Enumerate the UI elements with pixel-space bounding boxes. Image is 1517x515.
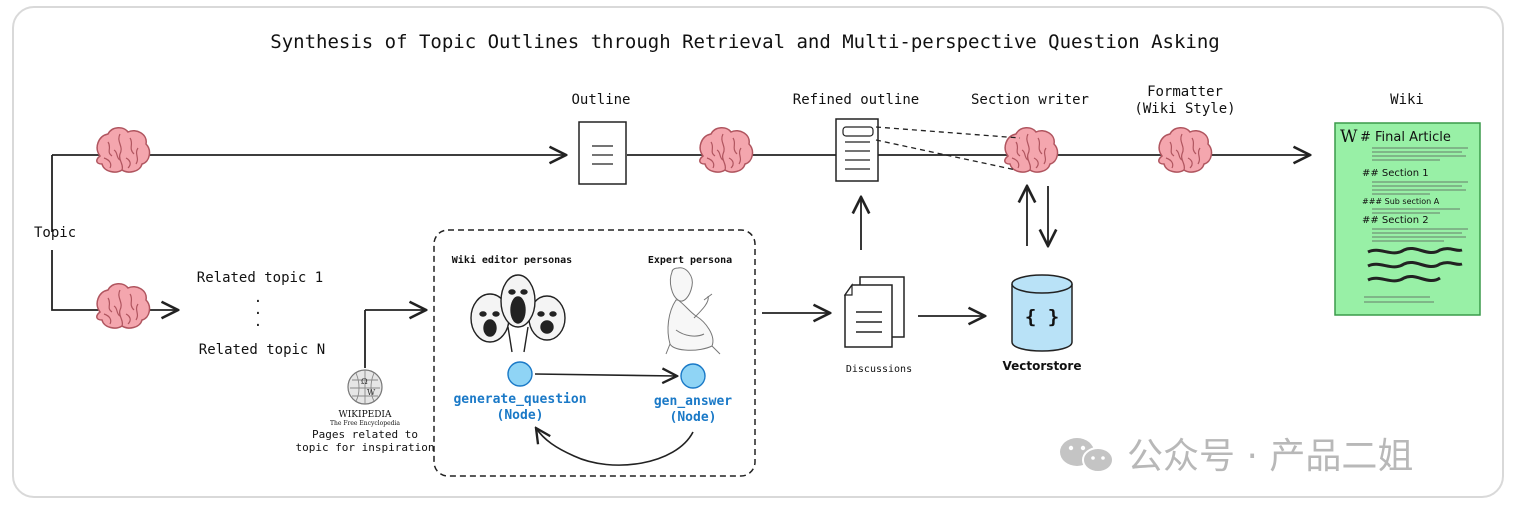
brain-icon xyxy=(1004,126,1059,173)
article-heading: # Final Article xyxy=(1360,130,1451,145)
outline-label: Outline xyxy=(571,92,630,108)
generate-question-node-type: (Node) xyxy=(497,408,544,423)
ellipsis-dot: . xyxy=(254,290,262,306)
expert-persona-label: Expert persona xyxy=(648,255,732,266)
generate-question-label: generate_question xyxy=(453,392,586,407)
wiki-article-card: W # Final Article ## Section 1 ### Sub s… xyxy=(1334,122,1481,316)
article-section-2: ## Section 2 xyxy=(1362,215,1429,226)
ellipsis-dot: . xyxy=(254,302,262,318)
editor-personas-illustration xyxy=(470,274,566,353)
wikipedia-w-icon: W xyxy=(1340,127,1358,147)
outline-document-icon xyxy=(578,121,627,185)
answer-to-question-loop-arrow xyxy=(536,428,694,466)
pages-related-label-2: topic for inspiration xyxy=(295,441,434,454)
wiki-editor-personas-label: Wiki editor personas xyxy=(452,254,572,266)
brain-icon xyxy=(96,126,151,173)
agents-group-box xyxy=(433,229,756,477)
diagram-title: Synthesis of Topic Outlines through Retr… xyxy=(270,31,1219,53)
wiki-label: Wiki xyxy=(1390,92,1424,108)
zoom-dashed-lines xyxy=(875,126,1021,171)
svg-text:Ω: Ω xyxy=(361,377,368,386)
article-subsection: ### Sub section A xyxy=(1362,197,1440,206)
brain-icon xyxy=(96,282,151,329)
vectorstore-database-icon xyxy=(1011,274,1073,352)
ellipsis-dot: . xyxy=(254,314,262,330)
discussions-label: Discussions xyxy=(846,364,912,375)
refined-outline-document-icon xyxy=(835,118,879,182)
article-section-1: ## Section 1 xyxy=(1362,168,1429,179)
watermark-text: 公众号 · 产品二姐 xyxy=(1127,436,1413,477)
wikipedia-wordmark: WIKIPEDIA xyxy=(339,410,392,420)
formatter-label: Formatter xyxy=(1147,84,1223,100)
topic-label: Topic xyxy=(34,225,76,241)
gen-answer-node-type: (Node) xyxy=(670,410,717,425)
discussions-documents-icon xyxy=(843,276,905,348)
section-writer-label: Section writer xyxy=(971,92,1089,108)
expert-persona-illustration xyxy=(665,267,721,355)
generate-question-node xyxy=(507,361,533,387)
vectorstore-braces-icon: { } xyxy=(1025,306,1059,328)
brain-icon xyxy=(699,126,754,173)
related-topic-n-label: Related topic N xyxy=(199,342,325,358)
brain-icon xyxy=(1158,126,1213,173)
wikipedia-tagline: The Free Encyclopedia xyxy=(330,420,400,427)
related-topic-1-label: Related topic 1 xyxy=(197,270,323,286)
diagram-card xyxy=(12,6,1504,498)
svg-text:W: W xyxy=(367,388,376,397)
gen-answer-node xyxy=(680,363,706,389)
wikipedia-globe-icon: Ω W xyxy=(347,369,383,405)
formatter-style-label: (Wiki Style) xyxy=(1134,101,1235,117)
vectorstore-label: Vectorstore xyxy=(1003,359,1082,373)
wechat-watermark xyxy=(1060,438,1114,473)
pages-related-label: Pages related to xyxy=(312,428,418,441)
refined-outline-label: Refined outline xyxy=(793,92,919,108)
question-to-answer-arrow xyxy=(534,374,677,376)
gen-answer-label: gen_answer xyxy=(654,394,732,409)
